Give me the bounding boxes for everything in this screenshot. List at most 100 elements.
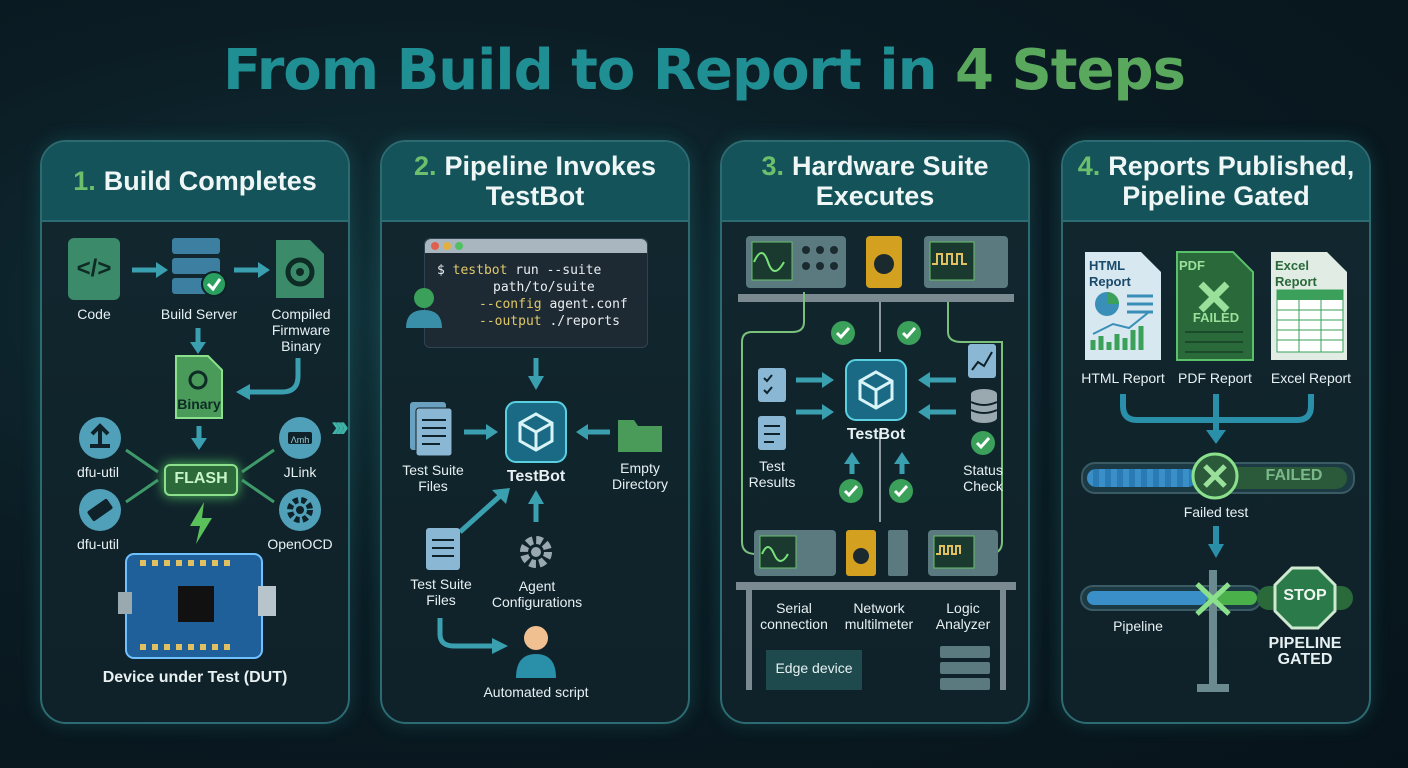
test-suite-files-text-1: Test Suite Files [402,462,464,494]
terminal-output-value: ./reports [541,314,620,329]
terminal-output-flag: --output [479,314,542,329]
fail-x-circle-icon [1191,452,1239,500]
checklist-icon [758,368,786,402]
excel-report-doc-icon [1271,252,1347,360]
bottom-instrument-bench [736,530,1016,690]
testbot-label: TestBot [506,468,566,485]
check-circle-icon [889,479,913,503]
folder-icon [618,420,662,452]
openocd-gear-icon [279,489,321,531]
stop-label: STOP [1283,587,1327,604]
terminal-line-4: --output ./reports [479,314,620,329]
test-results-text: Test Results [748,458,796,490]
firmware-label: Compiled Firmware Binary [256,306,346,354]
pipeline-label: Pipeline [1113,618,1163,634]
arrow-icon [576,424,610,440]
html-report-doc-icon [1085,252,1161,360]
jlink-label: JLink [283,464,317,480]
arrow-icon [234,262,270,278]
step-4-heading: Reports Published, Pipeline Gated [1108,151,1355,211]
close-dot-icon [431,242,439,250]
pipeline-gated-text: PIPELINE GATED [1268,635,1342,668]
arrow-icon [844,452,860,474]
edge-device-label: Edge device [775,660,853,676]
test-suite-file-icon [426,528,460,570]
code-icon: </> [68,238,120,300]
dut-board-icon [118,553,276,659]
step-2-panel: 2.Pipeline Invokes TestBot $ testbot run… [380,140,690,724]
terminal-config-flag: --config [479,297,542,312]
arrow-icon [190,328,206,354]
testbot-cube-icon [845,359,907,421]
arrow-icon [1208,526,1224,558]
terminal-line-2: path/to/suite [493,280,595,295]
arrow-icon [191,426,207,450]
failed-test-label: Failed test [1183,504,1249,520]
serial-connection-text: Serial connection [760,600,828,632]
jlink-chip-text: Λmh [290,435,310,445]
check-circle-icon [831,321,855,345]
pdf-doc-text: PDF [1179,258,1205,273]
stop-sign-icon [1273,566,1337,630]
pdf-failed-text: FAILED [1192,310,1240,325]
arrow-icon [458,488,510,534]
pipeline-gated-label: PIPELINE GATED [1259,636,1351,668]
arrow-icon [918,404,956,420]
pdf-report-doc-icon [1176,251,1254,361]
automated-script-label: Automated script [483,684,589,700]
empty-directory-label: Empty Directory [598,460,682,492]
arrow-icon [796,372,834,388]
openocd-label: OpenOCD [267,536,333,552]
terminal-args: run --suite [507,263,602,278]
agent-configurations-text: Agent Configurations [491,578,583,610]
pdf-report-label: PDF Report [1178,370,1252,386]
step-4-number: 4. [1077,151,1101,181]
test-suite-files-label-2: Test Suite Files [398,576,484,608]
chart-doc-icon [968,344,996,378]
html-doc-text: HTML Report [1089,258,1141,290]
check-circle-icon [839,479,863,503]
progress-fill [1087,469,1197,487]
step-3-heading: Hardware Suite Executes [791,151,989,211]
build-server-label: Build Server [160,306,238,322]
testbot-label: TestBot [846,426,906,443]
jlink-icon [279,417,321,459]
terminal-line-1: $ testbot run --suite [437,263,601,278]
arrow-icon [894,452,910,474]
failed-fill [1213,467,1347,489]
lightning-icon [190,502,212,544]
person-icon [516,626,556,678]
user-icon [406,288,442,328]
step-3-panel: 3.Hardware Suite Executes TestBot Test R… [720,140,1030,724]
arrow-icon [918,372,956,388]
step-2-number: 2. [413,151,437,181]
dut-label: Device under Test (DUT) [102,669,288,686]
logic-analyzer-text: Logic Analyzer [935,600,991,632]
testbot-cube-icon [505,401,567,463]
terminal-titlebar [425,239,647,253]
step-1-panel: 1. Build Completes </> Code Build Server… [40,140,350,724]
flash-button [164,464,238,496]
step-2-heading: Pipeline Invokes TestBot [444,151,657,211]
flash-label: FLASH [174,470,228,487]
arrow-icon [796,404,834,420]
test-suite-files-label-1: Test Suite Files [390,462,476,494]
dfu-util-label-2: dfu-util [76,536,120,552]
page-title: From Build to Report in 4 Steps [0,38,1408,103]
arrow-icon [528,490,544,522]
terminal-command: testbot [452,263,508,278]
status-check-label: Status Check [948,462,1018,494]
html-report-label: HTML Report [1081,370,1165,386]
test-results-icon [758,416,786,450]
arrow-icon [528,358,544,390]
arrow-icon [132,262,168,278]
binary-label: Binary [177,396,221,412]
failed-bar-label: FAILED [1265,467,1323,484]
test-suite-files-text-2: Test Suite Files [410,576,472,608]
database-icon [970,389,998,423]
chevron-right-icon: ››› [331,410,349,443]
step-1-heading: Build Completes [103,166,317,196]
step-3-number: 3. [761,151,784,181]
excel-doc-text: Excel Report [1275,258,1327,290]
html-doc-title: HTML Report [1089,258,1131,289]
